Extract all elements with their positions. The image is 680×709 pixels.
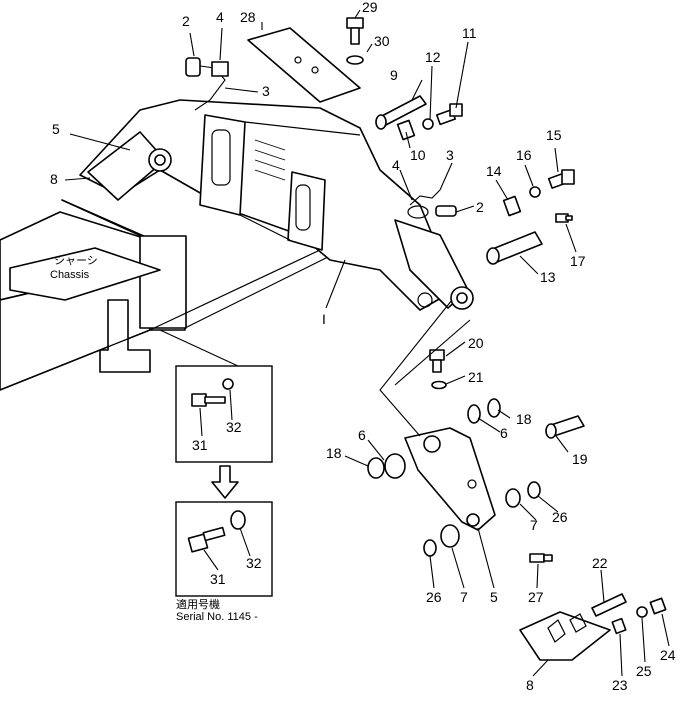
callout-7-right: 7 (530, 517, 538, 533)
bushing-18-right (487, 398, 501, 418)
callout-30: 30 (374, 33, 390, 49)
callout-14: 14 (486, 163, 502, 179)
washer-16 (529, 186, 541, 198)
callout-25: 25 (636, 663, 652, 679)
callout-24: 24 (660, 647, 676, 663)
callout-27: 27 (528, 589, 544, 605)
callout-26-right: 26 (552, 509, 568, 525)
chassis-label-jp: シャーシ (54, 255, 98, 267)
callout-6-right: 6 (500, 425, 508, 441)
callout-26-left: 26 (426, 589, 442, 605)
callout-4-right: 4 (392, 157, 400, 173)
washer-25 (636, 606, 648, 618)
pin-22 (591, 593, 627, 617)
callout-23: 23 (612, 677, 628, 693)
callout-22: 22 (592, 555, 608, 571)
callout-16: 16 (516, 147, 532, 163)
serial-note: Serial No. 1145 - (176, 611, 258, 623)
arrow-down (211, 465, 239, 499)
grease-fitting-17 (555, 213, 573, 223)
chassis-label: Chassis (50, 269, 90, 281)
bolt-15 (547, 169, 575, 189)
bushing-7-right (505, 488, 521, 508)
arm-5 (404, 427, 496, 531)
callout-13: 13 (540, 269, 556, 285)
bushing-18-left (367, 457, 385, 479)
callout-18-right: 18 (516, 411, 532, 427)
serial-note-jp: 適用号機 (176, 597, 220, 611)
callout-18-left: 18 (326, 445, 342, 461)
bushing-6-right (467, 404, 481, 424)
callout-7-left: 7 (460, 589, 468, 605)
sensor-assembly-top (185, 57, 229, 111)
callout-11: 11 (462, 25, 477, 41)
bushing-26-right (527, 481, 541, 499)
inset-box-before (175, 365, 273, 463)
callout-20: 20 (468, 335, 484, 351)
callout-31-top: 31 (192, 437, 208, 453)
callout-31-bottom: 31 (210, 571, 226, 587)
bolt-29 (346, 17, 364, 45)
lock-plate-23 (611, 617, 627, 635)
main-frame (79, 99, 474, 311)
callout-32-top: 32 (226, 419, 242, 435)
callout-labels: 29 28 30 2 4 3 12 11 9 5 8 10 4 3 2 15 1… (50, 0, 676, 693)
pin-9 (375, 95, 427, 130)
callout-8-lower: 8 (526, 677, 534, 693)
cover-plate (247, 27, 361, 103)
callout-12: 12 (425, 49, 441, 65)
callout-5: 5 (52, 121, 60, 137)
bushing-26-left (423, 539, 437, 557)
grease-fitting-27 (529, 553, 553, 563)
chassis-frame (0, 199, 331, 391)
pin-13 (486, 231, 543, 265)
leader-lines (64, 9, 670, 677)
inset-box-after (175, 501, 273, 597)
washer-30 (346, 55, 364, 65)
callout-15: 15 (546, 127, 562, 143)
pin-19 (545, 415, 585, 439)
callout-8: 8 (50, 171, 58, 187)
lock-plate-10 (396, 119, 416, 141)
callout-32-bottom: 32 (246, 555, 262, 571)
callout-10: 10 (410, 147, 426, 163)
callout-21: 21 (468, 369, 484, 385)
bolt-24 (649, 597, 667, 615)
callout-28: 28 (240, 9, 256, 25)
bushing-7-left (440, 524, 460, 548)
lock-plate-14 (502, 195, 522, 217)
callout-9: 9 (390, 67, 398, 83)
callout-3: 3 (262, 83, 270, 99)
callout-4: 4 (216, 9, 224, 25)
callout-29: 29 (362, 0, 378, 15)
callout-3-right: 3 (446, 147, 454, 163)
sensor-assembly-right (407, 189, 457, 219)
callout-19: 19 (572, 451, 588, 467)
callout-2-right: 2 (476, 199, 484, 215)
callout-1: I (322, 311, 326, 327)
callout-6-left: 6 (358, 427, 366, 443)
washer-21 (431, 380, 447, 390)
step-plate-8 (519, 611, 611, 661)
callout-2: 2 (182, 13, 190, 29)
washer-12 (422, 118, 434, 130)
bushing-6-left (384, 453, 406, 479)
bolt-11 (435, 103, 463, 126)
callout-17: 17 (570, 253, 586, 269)
callout-5-lower: 5 (490, 589, 498, 605)
